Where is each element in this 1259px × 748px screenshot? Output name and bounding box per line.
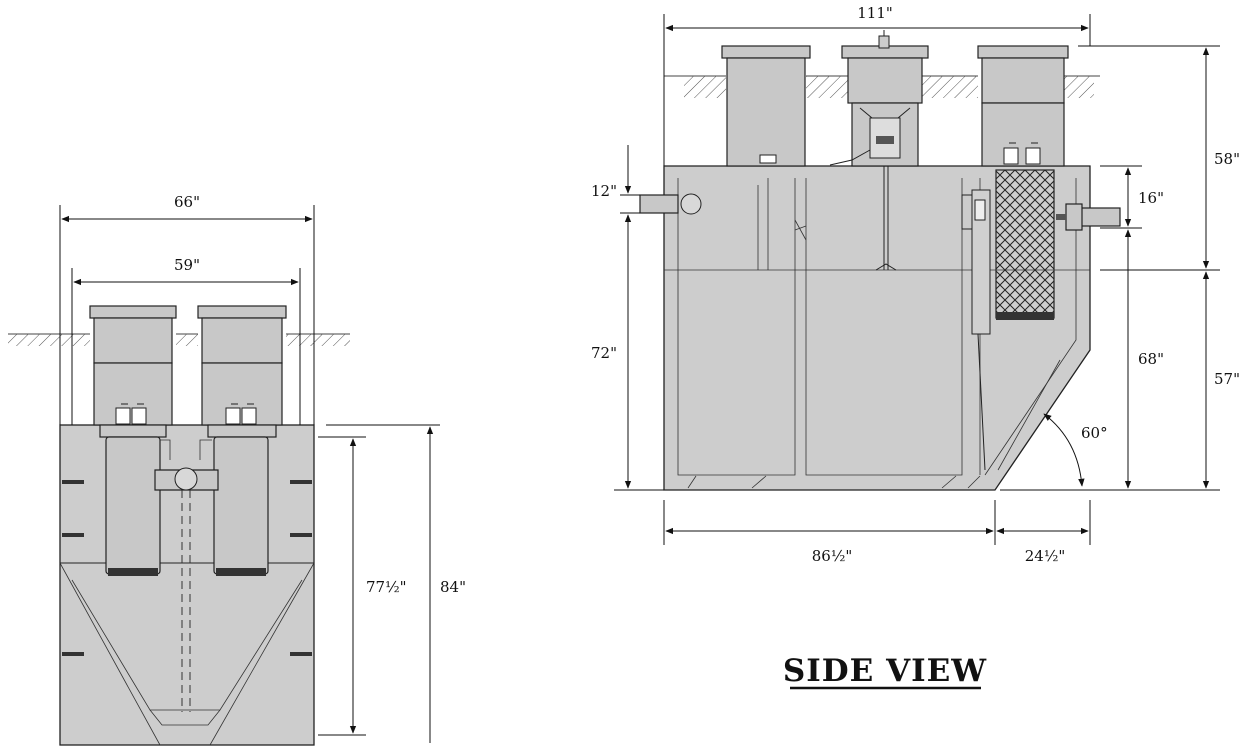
front-tank-height-label: 77½" [366,578,407,596]
front-dim-77: 77½" [318,436,407,736]
side-outlet-pipe [1056,203,1121,231]
side-dim-12: 12" [591,145,640,214]
front-dim-84: 84" [326,424,466,743]
front-valves [115,403,257,425]
side-riser-right [977,45,1069,167]
side-inlet-pipe [639,193,702,215]
side-float-switch [961,189,991,471]
side-riser-left [721,45,811,167]
side-length-label: 111" [857,4,893,22]
side-tank-height-label: 72" [591,344,617,362]
front-total-height-label: 84" [440,578,466,596]
side-bottom-length-label: 86½" [812,547,853,565]
side-outlet-label: 16" [1138,189,1164,207]
front-width-label: 66" [174,193,200,211]
front-inner-width-label: 59" [174,256,200,274]
front-wall-ticks [62,480,312,656]
front-dim-59: 59" [71,256,301,425]
side-dim-24: 24½" [996,500,1091,565]
front-center-pipe [154,439,219,712]
side-outlet-invert-label: 68" [1138,350,1164,368]
side-dim-16: 16" [1100,165,1164,229]
side-dim-57: 57" [1000,271,1240,491]
side-dim-72: 72" [591,214,664,491]
side-riser-height-label: 58" [1214,150,1240,168]
side-view: 111" 12" 72" 16" 58" 68" [591,4,1240,690]
front-view: 66" 59" 77½" 84" [8,193,466,746]
side-slope-length-label: 24½" [1025,547,1066,565]
side-mesh-filter [995,169,1055,320]
front-ground [8,333,350,346]
side-inlet-label: 12" [591,182,617,200]
side-dim-58: 58" [1078,45,1240,271]
side-dim-111: 111" [663,4,1091,166]
side-view-title: SIDE VIEW [783,653,987,689]
side-riser-center [829,30,929,271]
front-dim-66: 66" [59,193,315,425]
front-filters [105,436,269,576]
side-lower-height-label: 57" [1214,370,1240,388]
side-dim-86: 86½" [663,500,996,565]
side-ground [664,75,1100,98]
front-riser-right [197,305,287,438]
side-angle-label: 60° [1081,424,1108,442]
side-angle: 60° [1043,413,1108,487]
side-dim-68: 68" [1124,229,1164,489]
front-riser-left [89,305,177,438]
